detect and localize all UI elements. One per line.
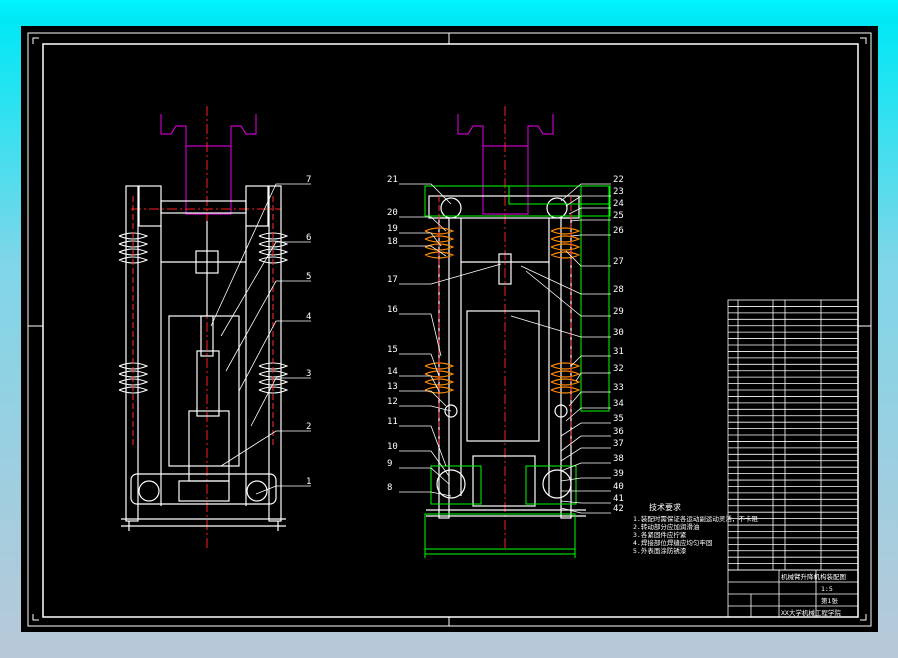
callout-label: 1 bbox=[306, 477, 311, 487]
right-callout-labels-right: 22 23 24 25 26 27 28 29 30 31 32 33 34 35 36 37 38 39 40 41… bbox=[613, 175, 624, 514]
right-callout-labels-left: 21 20 19 18 17 16 15 14 13 12 11 10 9 8 bbox=[387, 175, 398, 493]
callout-label: 6 bbox=[306, 233, 311, 243]
right-green-outline bbox=[424, 185, 611, 558]
callout-label: 4 bbox=[306, 312, 311, 322]
callout-label: 33 bbox=[613, 383, 624, 393]
left-callout-labels: 7 6 5 4 3 2 1 bbox=[306, 175, 311, 487]
callout-label: 32 bbox=[613, 364, 624, 374]
callout-label: 14 bbox=[387, 367, 398, 377]
drawing-title: 机械臂升降机构装配图 bbox=[781, 572, 846, 581]
front-view-assembly: 7 6 5 4 3 2 1 bbox=[118, 106, 311, 551]
callout-label: 37 bbox=[613, 439, 624, 449]
school-name: XX大学机械工程学院 bbox=[781, 608, 841, 617]
left-leaders bbox=[210, 183, 311, 495]
note-line: 3.各紧固件应拧紧 bbox=[633, 530, 687, 539]
callout-label: 8 bbox=[387, 483, 392, 493]
callout-label: 5 bbox=[306, 272, 311, 282]
callout-label: 13 bbox=[387, 382, 398, 392]
callout-label: 42 bbox=[613, 504, 624, 514]
note-line: 1.装配时需保证各运动副运动灵活，不卡阻 bbox=[633, 514, 758, 523]
callout-label: 26 bbox=[613, 226, 624, 236]
left-top-fixture bbox=[160, 114, 257, 215]
callout-label: 27 bbox=[613, 257, 624, 267]
note-line: 5.外表面涂防锈漆 bbox=[633, 546, 687, 555]
callout-label: 39 bbox=[613, 469, 624, 479]
notes-heading: 技术要求 bbox=[649, 502, 681, 512]
callout-label: 28 bbox=[613, 285, 624, 295]
callout-label: 10 bbox=[387, 442, 398, 452]
callout-label: 3 bbox=[306, 369, 311, 379]
parts-list-table bbox=[727, 299, 859, 571]
left-main-frame bbox=[121, 185, 286, 531]
callout-label: 11 bbox=[387, 417, 398, 427]
callout-label: 36 bbox=[613, 427, 624, 437]
callout-label: 15 bbox=[387, 345, 398, 355]
callout-label: 38 bbox=[613, 454, 624, 464]
drawing-sheet: 第1张 bbox=[821, 596, 838, 605]
title-block-text: 机械臂升降机构装配图 1:5 第1张 XX大学机械工程学院 bbox=[781, 572, 846, 617]
technical-notes: 技术要求 1.装配时需保证各运动副运动灵活，不卡阻2.转动部分应加润滑油3.各紧… bbox=[633, 502, 758, 555]
callout-label: 31 bbox=[613, 347, 624, 357]
callout-label: 29 bbox=[613, 307, 624, 317]
note-line: 2.转动部分应加润滑油 bbox=[633, 522, 699, 531]
callout-label: 30 bbox=[613, 328, 624, 338]
right-right-leaders bbox=[510, 183, 611, 514]
callout-label: 34 bbox=[613, 399, 624, 409]
callout-label: 23 bbox=[613, 187, 624, 197]
callout-label: 9 bbox=[387, 459, 392, 469]
callout-label: 16 bbox=[387, 305, 398, 315]
callout-label: 40 bbox=[613, 482, 624, 492]
right-left-leaders bbox=[399, 183, 502, 497]
note-line: 4.焊接部位焊缝应均匀牢固 bbox=[633, 538, 712, 547]
callout-label: 20 bbox=[387, 208, 398, 218]
callout-label: 25 bbox=[613, 211, 624, 221]
drawing-scale: 1:5 bbox=[821, 585, 833, 593]
callout-label: 21 bbox=[387, 175, 398, 185]
callout-label: 41 bbox=[613, 494, 624, 504]
callout-label: 7 bbox=[306, 175, 311, 185]
callout-label: 18 bbox=[387, 237, 398, 247]
callout-label: 35 bbox=[613, 414, 624, 424]
right-springs bbox=[424, 227, 581, 394]
left-springs bbox=[118, 232, 289, 394]
callout-label: 24 bbox=[613, 199, 624, 209]
callout-label: 2 bbox=[306, 422, 311, 432]
callout-label: 12 bbox=[387, 397, 398, 407]
title-block bbox=[727, 569, 859, 618]
callout-label: 17 bbox=[387, 275, 398, 285]
callout-label: 22 bbox=[613, 175, 624, 185]
callout-label: 19 bbox=[387, 224, 398, 234]
